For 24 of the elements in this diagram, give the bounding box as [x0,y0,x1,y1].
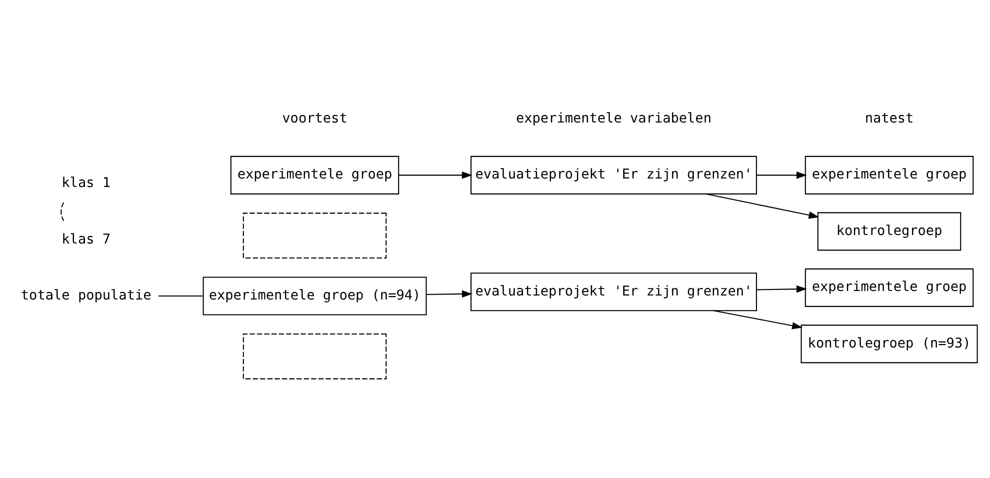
node-box [242,212,386,258]
node-box: evaluatieprojekt 'Er zijn grenzen' [470,155,756,194]
connector [158,295,202,296]
arrow [712,310,802,329]
label: experimentele variabelen [515,110,712,126]
node-box: evaluatieprojekt 'Er zijn grenzen' [470,272,756,311]
node-box: kontrolegroep (n=93) [800,324,978,363]
node-text: totale populatie [20,287,151,304]
arrow [398,171,472,178]
label: natest [864,110,914,126]
node-box: experimentele groep [804,155,974,194]
arrow [426,290,472,298]
node-text: klas 1 [61,174,110,191]
node-text: klas 7 [61,230,110,247]
node-box: experimentele groep [230,155,399,194]
node-box: experimentele groep (n=94) [202,276,426,315]
arrow [756,171,806,178]
arrow [706,192,819,218]
node-box: kontrolegroep [816,212,961,250]
node-box [242,333,386,379]
label: voortest [282,110,347,126]
arrow [756,284,806,292]
connector [60,202,64,221]
node-box: experimentele groep [804,268,974,306]
